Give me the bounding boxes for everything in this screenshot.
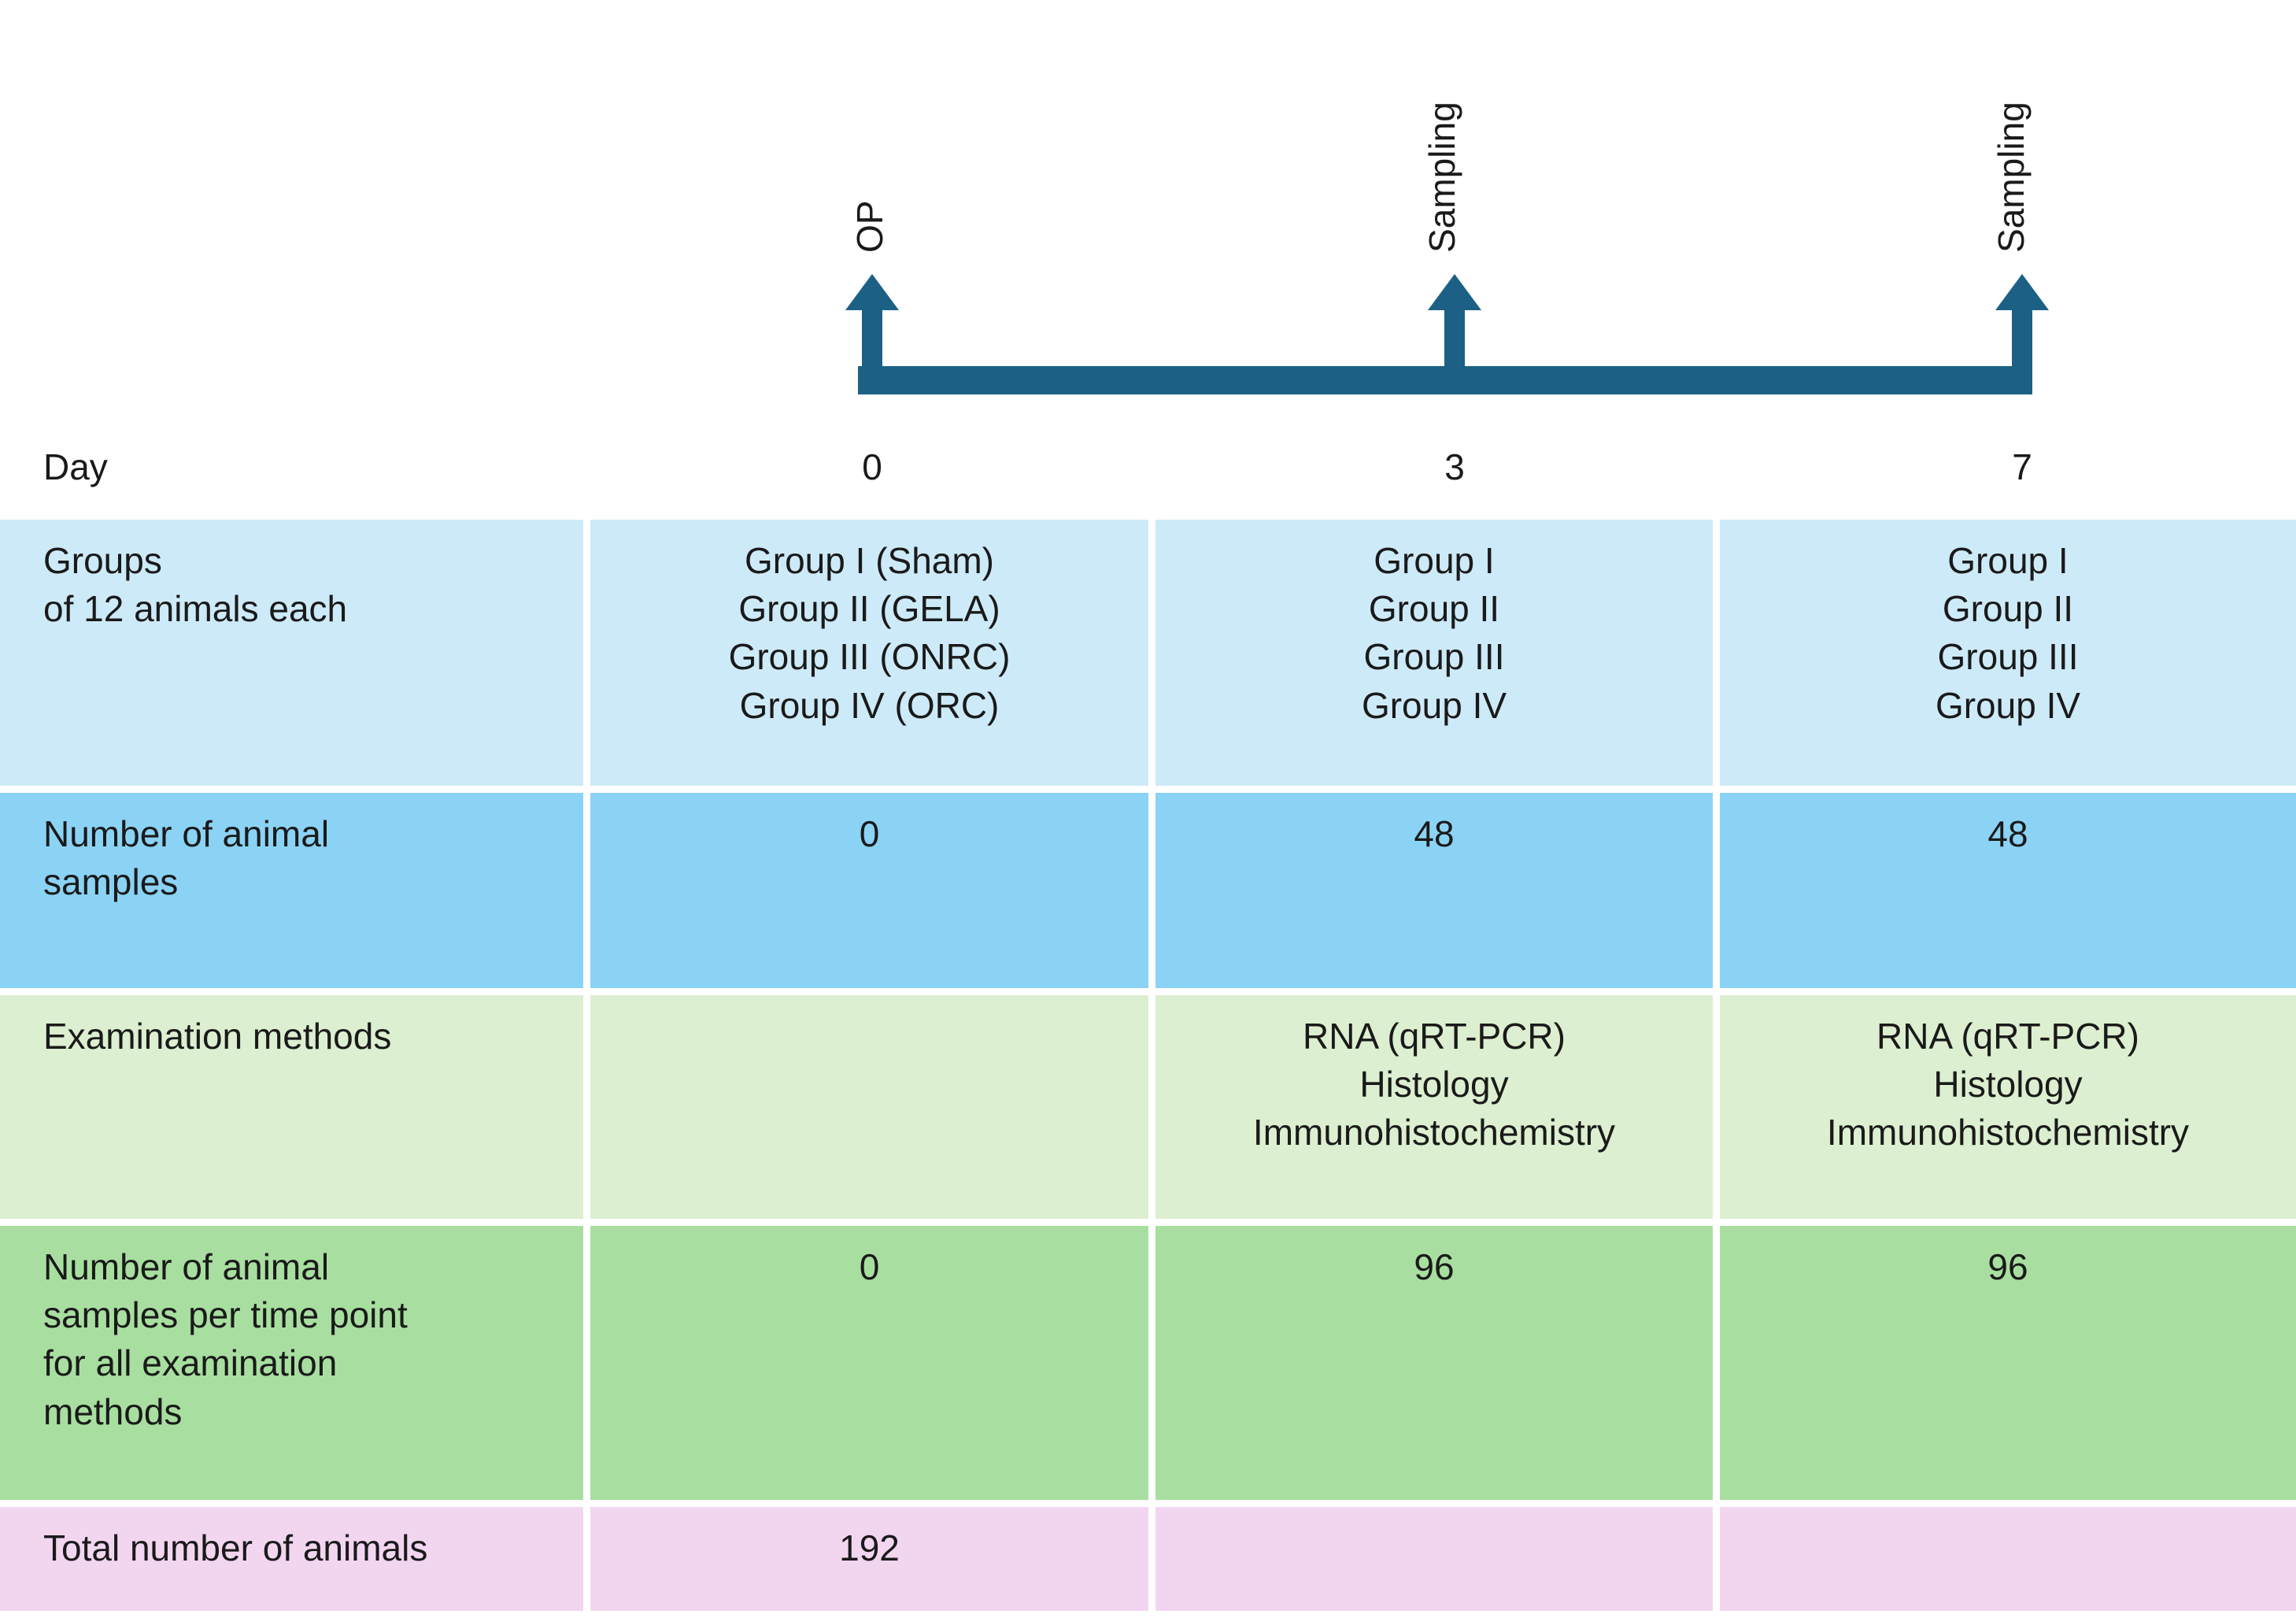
day-tick-3: 3 [1444,446,1465,487]
row-label-total-number-of-animals: Total number of animals [0,1507,590,1618]
timeline-event-label-sampling-day7: Sampling [1991,102,2032,253]
cell-methods-day3: RNA (qRT-PCR) Histology Immunohistochemi… [1155,995,1720,1226]
timeline-event-label-sampling-day3: Sampling [1422,102,1462,253]
cell-samples-day0: 0 [590,793,1155,995]
cell-methods-day0 [590,995,1155,1226]
cell-groups-day7: Group I Group II Group III Group IV [1720,520,2296,793]
table-row: Examination methods RNA (qRT-PCR) Histol… [0,995,2296,1226]
row-label-number-of-animal-samples: Number of animal samples [0,793,590,995]
timeline-arrow-head-day0 [845,274,899,310]
cell-per-time-point-day3: 96 [1155,1226,1720,1507]
day-tick-7: 7 [2012,446,2032,487]
table-row: Number of animal samples 0 48 48 [0,793,2296,995]
table-row: Groups of 12 animals each Group I (Sham)… [0,520,2296,793]
cell-total-day3 [1155,1507,1720,1618]
cell-total-day0: 192 [590,1507,1155,1618]
timeline-event-label-op: OP [849,200,890,253]
cell-groups-day3: Group I Group II Group III Group IV [1155,520,1720,793]
day-tick-0: 0 [862,446,882,487]
row-label-samples-per-time-point: Number of animal samples per time point … [0,1226,590,1507]
table-row: Number of animal samples per time point … [0,1226,2296,1507]
cell-samples-day7: 48 [1720,793,2296,995]
timeline-arrow-head-day3 [1428,274,1481,310]
cell-methods-day7: RNA (qRT-PCR) Histology Immunohistochemi… [1720,995,2296,1226]
cell-samples-day3: 48 [1155,793,1720,995]
timeline-arrow-stem-day3 [1444,309,1465,376]
timeline-arrow-stem-day0 [862,309,882,376]
cell-per-time-point-day0: 0 [590,1226,1155,1507]
table-row: Total number of animals 192 [0,1507,2296,1618]
row-label-groups: Groups of 12 animals each [0,520,590,793]
row-label-examination-methods: Examination methods [0,995,590,1226]
timeline-arrow-head-day7 [1995,274,2049,310]
cell-total-day7 [1720,1507,2296,1618]
timeline-arrow-stem-day7 [2012,309,2032,376]
timeline: OP Sampling Sampling Day 0 3 7 [0,0,2296,485]
cell-groups-day0: Group I (Sham) Group II (GELA) Group III… [590,520,1155,793]
study-design-table: Groups of 12 animals each Group I (Sham)… [0,520,2296,1618]
cell-per-time-point-day7: 96 [1720,1226,2296,1507]
day-axis-label: Day [43,446,108,487]
